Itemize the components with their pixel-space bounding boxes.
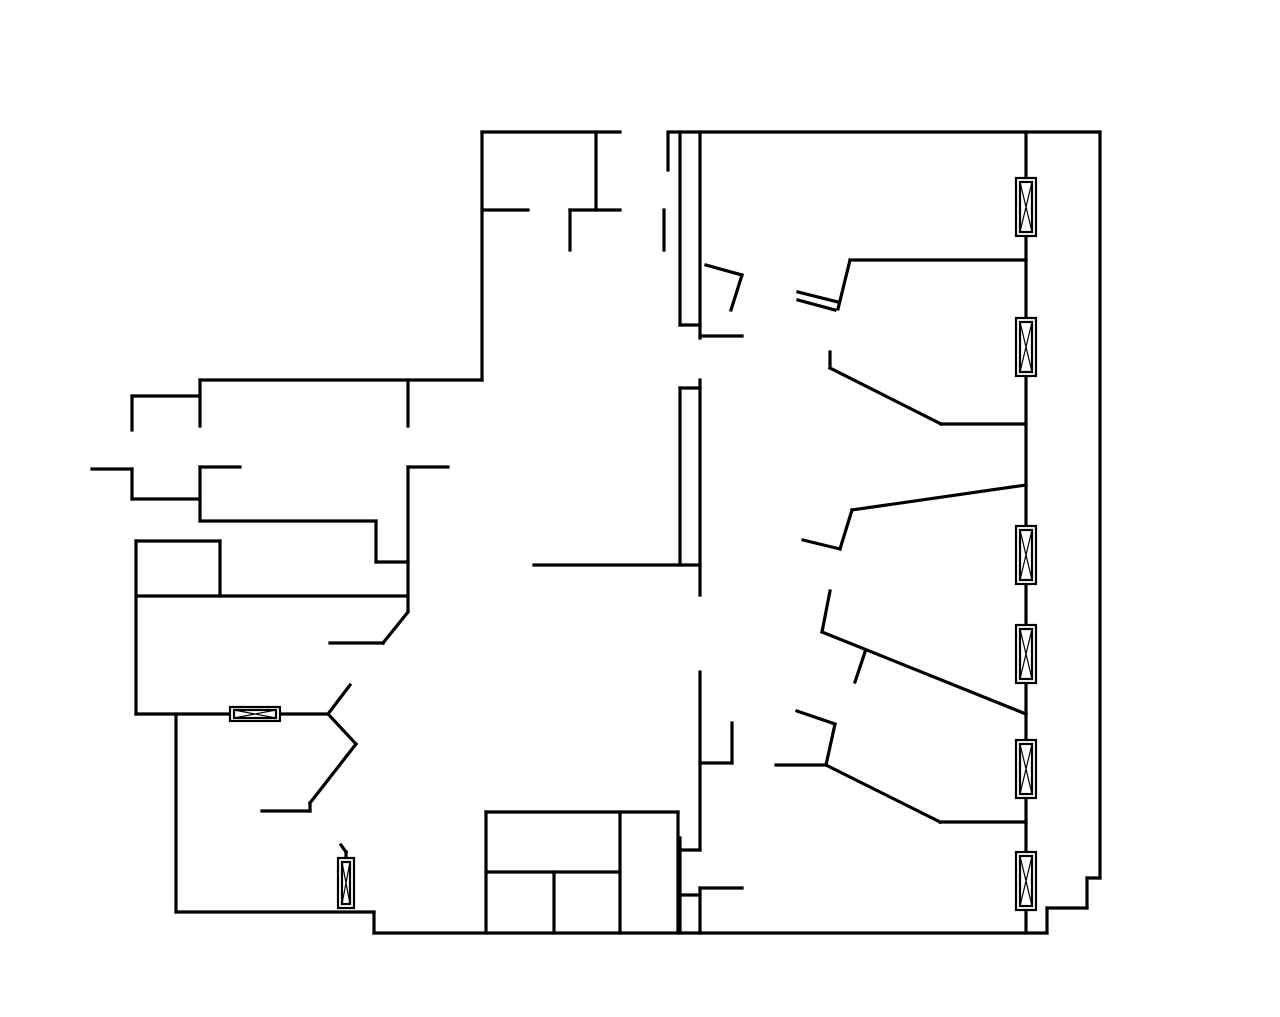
wall-segment [824,722,837,767]
window-fixture [1014,316,1038,378]
wall-segment [325,682,353,717]
wall-segment [796,290,840,304]
wall-segment [794,708,838,727]
wall-segment [823,762,943,825]
window-fixture [228,705,282,723]
wall-segment [325,711,359,747]
wall-segment [380,609,411,646]
wall-segment [796,298,837,312]
window-fixture [1014,524,1038,586]
fixtures-layer [228,176,1038,912]
walls-layer [90,130,1102,935]
wall-segment [728,272,745,313]
window-fixture [1014,623,1038,685]
wall-segment [827,365,944,427]
window-fixture [336,856,356,910]
window-fixture [1014,738,1038,800]
window-fixture [1014,176,1038,238]
wall-segment [819,629,1029,717]
wall-segment [307,741,359,806]
wall-segment [838,508,854,551]
wall-segment [850,483,1028,512]
wall-segment [704,263,744,277]
wall-segment [820,589,832,634]
wall-segment [852,649,868,685]
wall-segment [801,538,842,551]
wall-segment [836,258,852,311]
window-fixture [1014,850,1038,912]
